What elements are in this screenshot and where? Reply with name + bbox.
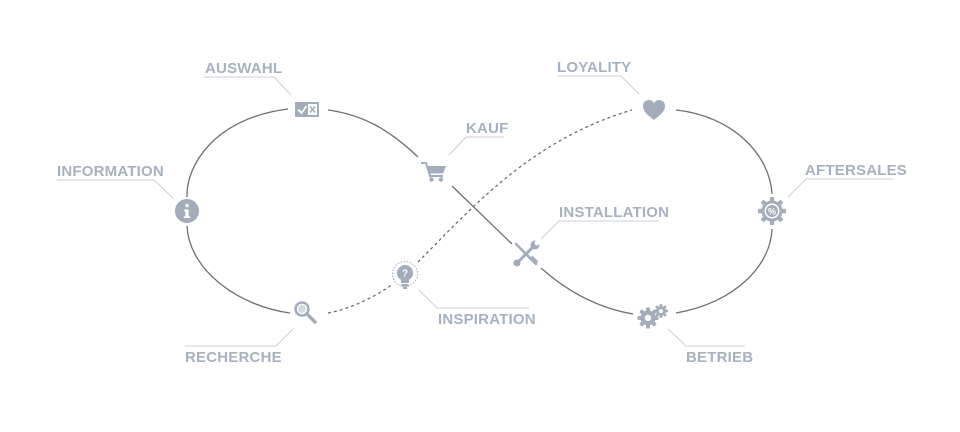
loop-path-right-upper — [675, 109, 773, 195]
heart-icon — [643, 100, 665, 120]
loop-path-right-lower — [675, 228, 773, 314]
percent-gear-icon: % — [758, 197, 786, 225]
leader-installation — [540, 220, 659, 240]
leader-kauf — [448, 136, 504, 156]
gears-icon — [637, 304, 668, 329]
label-information: INFORMATION — [57, 163, 164, 180]
loop-path-auswahl-kauf — [327, 109, 419, 158]
info-icon — [175, 199, 199, 223]
leader-loyality — [557, 75, 640, 95]
leader-betrieb — [667, 328, 745, 347]
lightbulb-icon: ? — [392, 261, 418, 289]
leader-recherche — [185, 328, 294, 347]
tools-icon — [513, 240, 540, 267]
loop-path-inspiration-loyality — [417, 109, 633, 263]
label-auswahl: AUSWAHL — [205, 60, 282, 77]
label-kauf: KAUF — [466, 120, 508, 137]
checkbox-icon — [295, 102, 319, 117]
leader-aftersales — [787, 178, 893, 198]
label-recherche: RECHERCHE — [185, 349, 282, 366]
loop-path-left-lower — [186, 225, 291, 314]
svg-text:?: ? — [402, 269, 408, 280]
stage-labels: AUSWAHL KAUF INFORMATION RECHERCHE INSPI… — [57, 59, 907, 366]
leader-inspiration — [418, 289, 529, 309]
label-installation: INSTALLATION — [559, 204, 669, 221]
shopping-cart-icon — [421, 162, 446, 182]
label-aftersales: AFTERSALES — [805, 162, 907, 179]
leader-information — [57, 179, 174, 199]
leader-auswahl — [204, 76, 292, 96]
infinity-loop — [186, 108, 773, 315]
label-betrieb: BETRIEB — [686, 349, 753, 366]
leader-lines — [57, 75, 893, 347]
label-loyality: LOYALITY — [557, 59, 631, 76]
loop-path-installation-betrieb — [540, 267, 634, 315]
loop-path-kauf-installation — [451, 185, 513, 245]
label-inspiration: INSPIRATION — [438, 311, 536, 328]
loop-path-recherche-inspiration — [327, 283, 394, 314]
svg-text:%: % — [768, 207, 776, 217]
loop-path-left — [186, 108, 289, 198]
magnifier-icon — [294, 301, 317, 324]
